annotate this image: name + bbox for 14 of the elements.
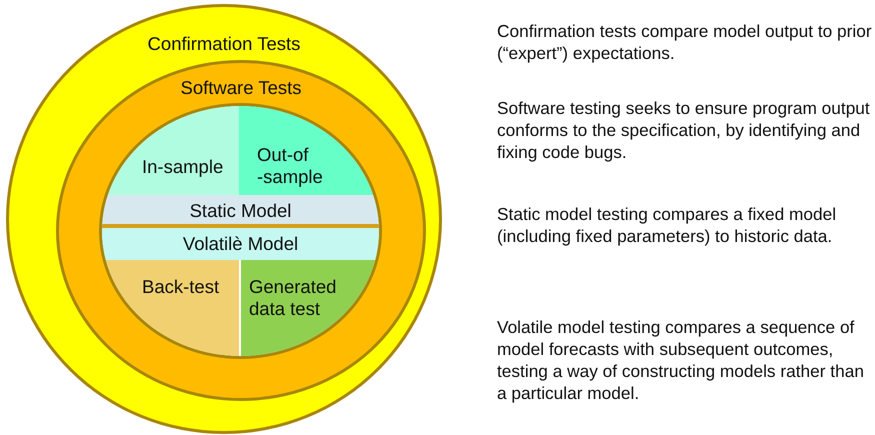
node-label: Static Model bbox=[188, 200, 292, 222]
node-label: Back-test bbox=[142, 276, 220, 298]
description-text: Confirmation tests compare model output to prior (“expert”) expectations. bbox=[497, 20, 873, 64]
description-text: Software testing seeks to ensure program output conforms to the specification, by identifying and fixing code bugs. bbox=[497, 97, 871, 163]
description-text: Volatile model testing compares a sequence of model forecasts with subsequent outcomes, testing a way of constructing models rather than a particular model. bbox=[497, 316, 865, 404]
node-label: Software Tests bbox=[179, 77, 302, 99]
description-text: Static model testing compares a fixed model (including fixed parameters) to historic data. bbox=[497, 203, 838, 247]
band-section bbox=[102, 195, 379, 228]
node-label: In-sample bbox=[142, 156, 224, 178]
band-section bbox=[102, 228, 379, 260]
node-label: Out-of -sample bbox=[257, 144, 324, 188]
node-label: Confirmation Tests bbox=[146, 33, 302, 55]
node-label: Volatilè Model bbox=[182, 233, 300, 255]
node-label: Generated data test bbox=[249, 276, 338, 320]
